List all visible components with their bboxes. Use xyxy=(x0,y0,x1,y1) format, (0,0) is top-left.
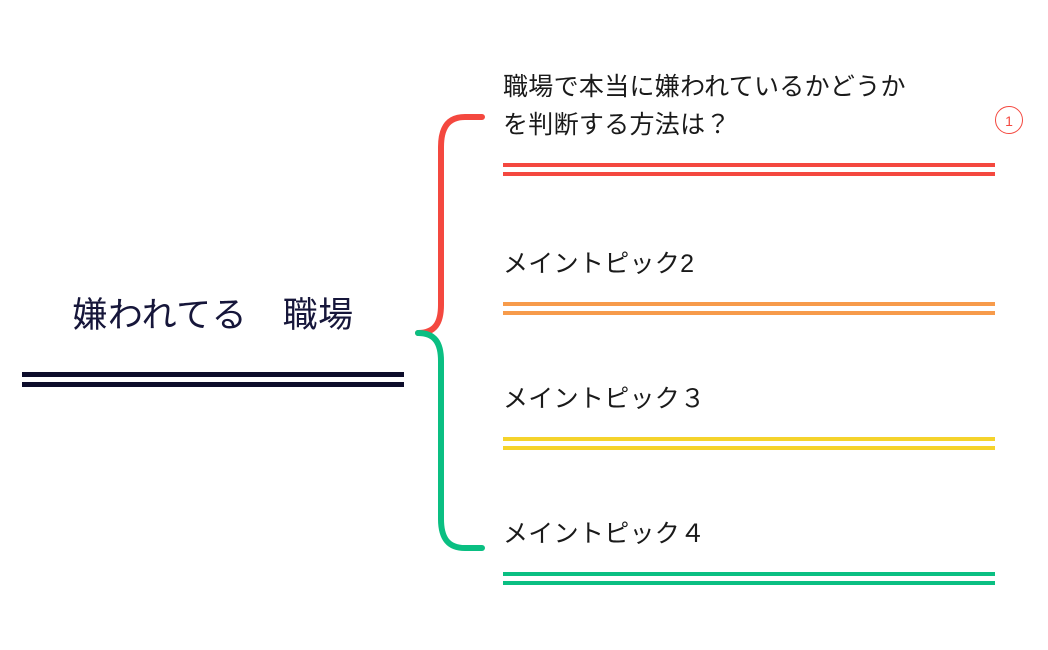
branch-rule-bottom xyxy=(503,581,995,585)
branch-topic-1-rules xyxy=(503,163,995,177)
branch-topic-3-rules xyxy=(503,437,995,451)
branch-rule-top xyxy=(503,437,995,441)
branch-topic-3[interactable]: メイントピック３ xyxy=(503,380,995,451)
lower-brace-connector xyxy=(415,330,485,551)
branch-topic-4-label: メイントピック４ xyxy=(503,520,706,548)
branch-topic-4[interactable]: メイントピック４ xyxy=(503,515,995,586)
circled-number-marker[interactable]: 1 xyxy=(995,106,1023,134)
upper-brace-connector xyxy=(415,114,485,336)
branch-rule-top xyxy=(503,302,995,306)
branch-topic-1[interactable]: 職場で本当に嫌われているかどうか を判断する方法は？ xyxy=(503,68,995,177)
branch-topic-2-label: メイントピック2 xyxy=(503,250,695,278)
root-node-label: 嫌われてる 職場 xyxy=(72,296,354,335)
branch-rule-bottom xyxy=(503,172,995,176)
branch-rule-top xyxy=(503,572,995,576)
branch-topic-4-rules xyxy=(503,572,995,586)
root-node-rule-top xyxy=(22,372,404,377)
branch-rule-bottom xyxy=(503,311,995,315)
branch-rule-bottom xyxy=(503,446,995,450)
branch-topic-1-label: 職場で本当に嫌われているかどうか を判断する方法は？ xyxy=(503,73,906,139)
branch-topic-3-label: メイントピック３ xyxy=(503,385,706,413)
branch-rule-top xyxy=(503,163,995,167)
branch-topic-2[interactable]: メイントピック2 xyxy=(503,245,995,316)
root-node-rule-bottom xyxy=(22,382,404,387)
branch-topic-2-rules xyxy=(503,302,995,316)
root-node[interactable]: 嫌われてる 職場 xyxy=(22,292,404,394)
